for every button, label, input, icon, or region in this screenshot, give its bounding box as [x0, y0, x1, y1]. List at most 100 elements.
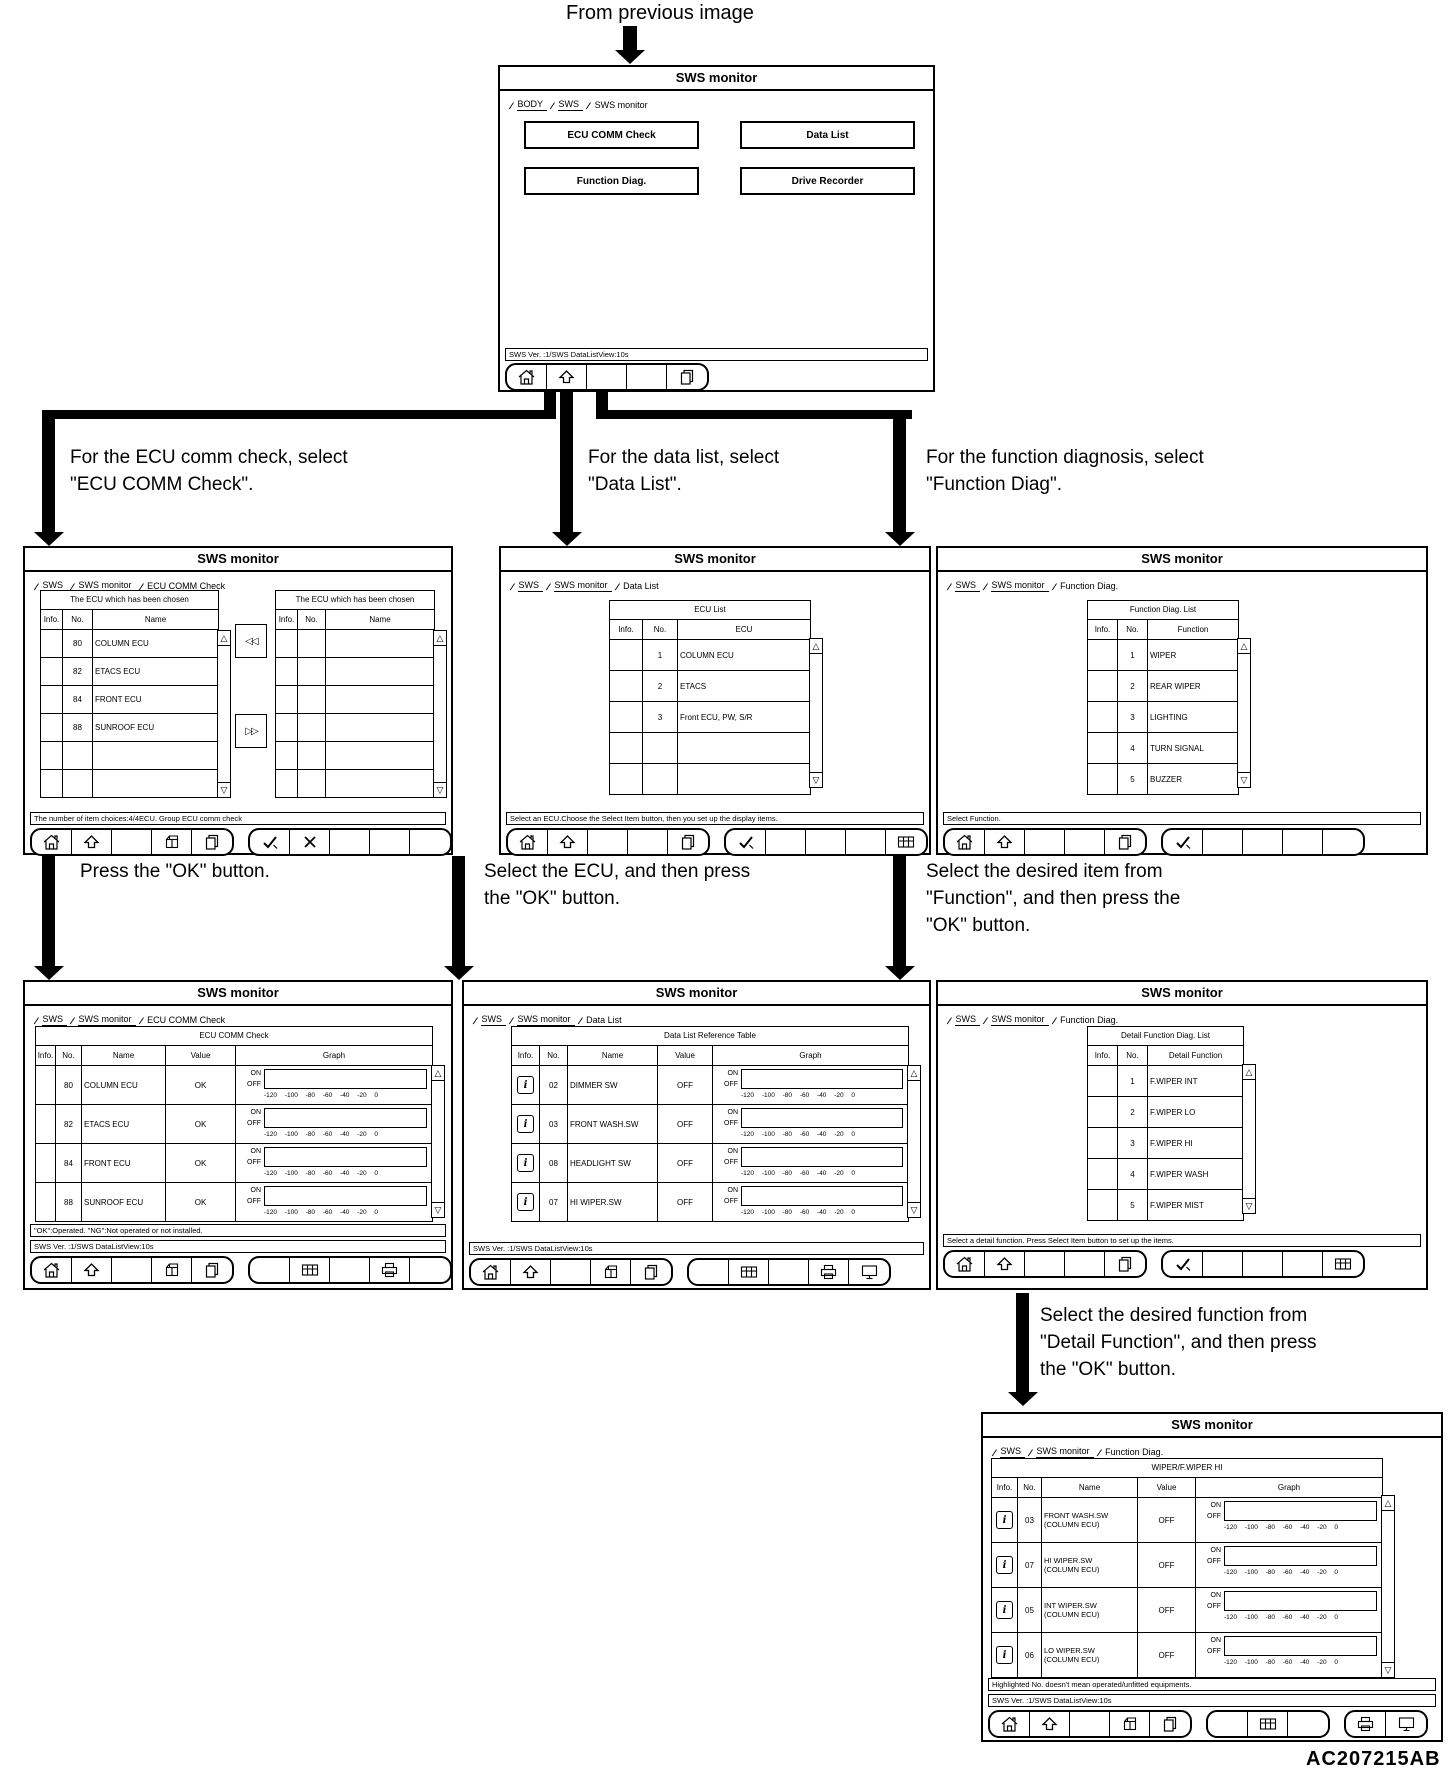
scroll-up-button[interactable]: △ [1238, 639, 1250, 654]
copy-toolbar-button[interactable] [192, 830, 232, 854]
table-row[interactable]: 5 F.WIPER MIST [1088, 1190, 1243, 1220]
table-row[interactable]: 5 BUZZER [1088, 764, 1238, 794]
table-row[interactable]: 4 TURN SIGNAL [1088, 733, 1238, 764]
package-toolbar-button[interactable] [152, 830, 192, 854]
home-toolbar-button[interactable] [32, 830, 72, 854]
table-row[interactable]: i 03 FRONT WASH.SW (COLUMN ECU) OFF ON O… [992, 1498, 1382, 1543]
breadcrumb-tab[interactable]: /SWS [946, 580, 981, 592]
scroll-up-button[interactable]: △ [218, 631, 230, 646]
table-row[interactable]: i 07 HI WIPER.SW OFF ON OFF -120 -100 -8… [512, 1183, 908, 1221]
grid-toolbar-button[interactable] [1323, 1252, 1363, 1276]
table-row[interactable] [276, 742, 434, 770]
table-row[interactable] [41, 742, 218, 770]
breadcrumb-tab[interactable]: /ECU COMM Check [137, 581, 226, 592]
info-icon[interactable]: i [517, 1193, 534, 1211]
table-row[interactable]: i 03 FRONT WASH.SW OFF ON OFF -120 -100 … [512, 1105, 908, 1144]
table-row[interactable]: 3 Front ECU, PW, S/R [610, 702, 810, 733]
toolbar-button[interactable] [410, 1258, 450, 1282]
info-icon[interactable]: i [996, 1601, 1013, 1619]
breadcrumb-tab[interactable]: /SWS monitor [1027, 1446, 1094, 1458]
breadcrumb-tab[interactable]: /SWS monitor [69, 1014, 136, 1026]
info-icon[interactable]: i [996, 1556, 1013, 1574]
toolbar-button[interactable] [1288, 1712, 1328, 1736]
info-icon[interactable]: i [996, 1646, 1013, 1664]
monitor-toolbar-button[interactable] [849, 1260, 889, 1284]
scrollbar[interactable]: △ ▽ [1242, 1064, 1256, 1214]
breadcrumb-tab[interactable]: /SWS [991, 1446, 1026, 1458]
toolbar-button[interactable] [627, 365, 667, 389]
toolbar-button[interactable] [1203, 830, 1243, 854]
scroll-down-button[interactable]: ▽ [218, 782, 230, 797]
move-left-button[interactable]: ◁◁ [235, 624, 267, 658]
breadcrumb-tab[interactable]: /SWS monitor [982, 1014, 1049, 1026]
table-row[interactable]: i 05 INT WIPER.SW (COLUMN ECU) OFF ON OF… [992, 1588, 1382, 1633]
scroll-up-button[interactable]: △ [1382, 1496, 1394, 1511]
table-row[interactable]: 84 FRONT ECU OK ON OFF -120 -100 -80 -60… [36, 1144, 432, 1183]
printer-toolbar-button[interactable] [370, 1258, 410, 1282]
cross-toolbar-button[interactable] [290, 830, 330, 854]
home-toolbar-button[interactable] [945, 1252, 985, 1276]
check-toolbar-button[interactable] [1163, 830, 1203, 854]
breadcrumb-tab[interactable]: /Function Diag. [1095, 1447, 1164, 1458]
grid-toolbar-button[interactable] [729, 1260, 769, 1284]
copy-toolbar-button[interactable] [631, 1260, 671, 1284]
toolbar-button[interactable] [806, 830, 846, 854]
table-row[interactable]: i 02 DIMMER SW OFF ON OFF -120 -100 -80 … [512, 1066, 908, 1105]
table-row[interactable]: i 07 HI WIPER.SW (COLUMN ECU) OFF ON OFF… [992, 1543, 1382, 1588]
copy-toolbar-button[interactable] [1150, 1712, 1190, 1736]
info-icon[interactable]: i [517, 1154, 534, 1172]
up-toolbar-button[interactable] [985, 1252, 1025, 1276]
info-icon[interactable]: i [996, 1511, 1013, 1529]
table-row[interactable]: 4 F.WIPER WASH [1088, 1159, 1243, 1190]
scrollbar[interactable]: △ ▽ [907, 1065, 921, 1218]
copy-toolbar-button[interactable] [1105, 830, 1145, 854]
table-row[interactable]: 82 ETACS ECU [41, 658, 218, 686]
up-toolbar-button[interactable] [985, 830, 1025, 854]
breadcrumb-tab[interactable]: /Function Diag. [1050, 581, 1119, 592]
menu-button[interactable]: ECU COMM Check [524, 121, 699, 149]
monitor-toolbar-button[interactable] [1386, 1712, 1426, 1736]
breadcrumb-tab[interactable]: /SWS [549, 99, 584, 111]
scrollbar[interactable]: △ ▽ [217, 630, 231, 798]
home-toolbar-button[interactable] [32, 1258, 72, 1282]
table-row[interactable]: 82 ETACS ECU OK ON OFF -120 -100 -80 -60… [36, 1105, 432, 1144]
table-row[interactable]: 80 COLUMN ECU [41, 630, 218, 658]
toolbar-button[interactable] [846, 830, 886, 854]
table-row[interactable] [610, 733, 810, 764]
breadcrumb-tab[interactable]: /SWS [33, 1014, 68, 1026]
scrollbar[interactable]: △ ▽ [433, 630, 447, 798]
toolbar-button[interactable] [1070, 1712, 1110, 1736]
scroll-down-button[interactable]: ▽ [908, 1202, 920, 1217]
breadcrumb-tab[interactable]: /SWS monitor [508, 1014, 575, 1026]
up-toolbar-button[interactable] [511, 1260, 551, 1284]
copy-toolbar-button[interactable] [667, 365, 707, 389]
scroll-down-button[interactable]: ▽ [1238, 772, 1250, 787]
table-row[interactable] [276, 714, 434, 742]
toolbar-button[interactable] [330, 1258, 370, 1282]
table-row[interactable]: 88 SUNROOF ECU [41, 714, 218, 742]
scrollbar[interactable]: △ ▽ [809, 638, 823, 788]
breadcrumb-tab[interactable]: /SWS [509, 580, 544, 592]
toolbar-button[interactable] [587, 365, 627, 389]
table-row[interactable]: 80 COLUMN ECU OK ON OFF -120 -100 -80 -6… [36, 1066, 432, 1105]
package-toolbar-button[interactable] [1110, 1712, 1150, 1736]
menu-button[interactable]: Data List [740, 121, 915, 149]
up-toolbar-button[interactable] [1030, 1712, 1070, 1736]
info-icon[interactable]: i [517, 1076, 534, 1094]
scroll-down-button[interactable]: ▽ [1382, 1662, 1394, 1677]
toolbar-button[interactable] [766, 830, 806, 854]
table-row[interactable]: 1 F.WIPER INT [1088, 1066, 1243, 1097]
breadcrumb-tab[interactable]: /BODY [508, 99, 548, 111]
toolbar-button[interactable] [1065, 1252, 1105, 1276]
table-row[interactable]: 1 COLUMN ECU [610, 640, 810, 671]
info-icon[interactable]: i [517, 1115, 534, 1133]
table-row[interactable]: 2 F.WIPER LO [1088, 1097, 1243, 1128]
table-row[interactable] [610, 764, 810, 794]
scroll-down-button[interactable]: ▽ [432, 1202, 444, 1217]
menu-button[interactable]: Drive Recorder [740, 167, 915, 195]
package-toolbar-button[interactable] [591, 1260, 631, 1284]
table-row[interactable]: 1 WIPER [1088, 640, 1238, 671]
table-row[interactable]: 84 FRONT ECU [41, 686, 218, 714]
table-row[interactable]: i 06 LO WIPER.SW (COLUMN ECU) OFF ON OFF… [992, 1633, 1382, 1677]
toolbar-button[interactable] [689, 1260, 729, 1284]
